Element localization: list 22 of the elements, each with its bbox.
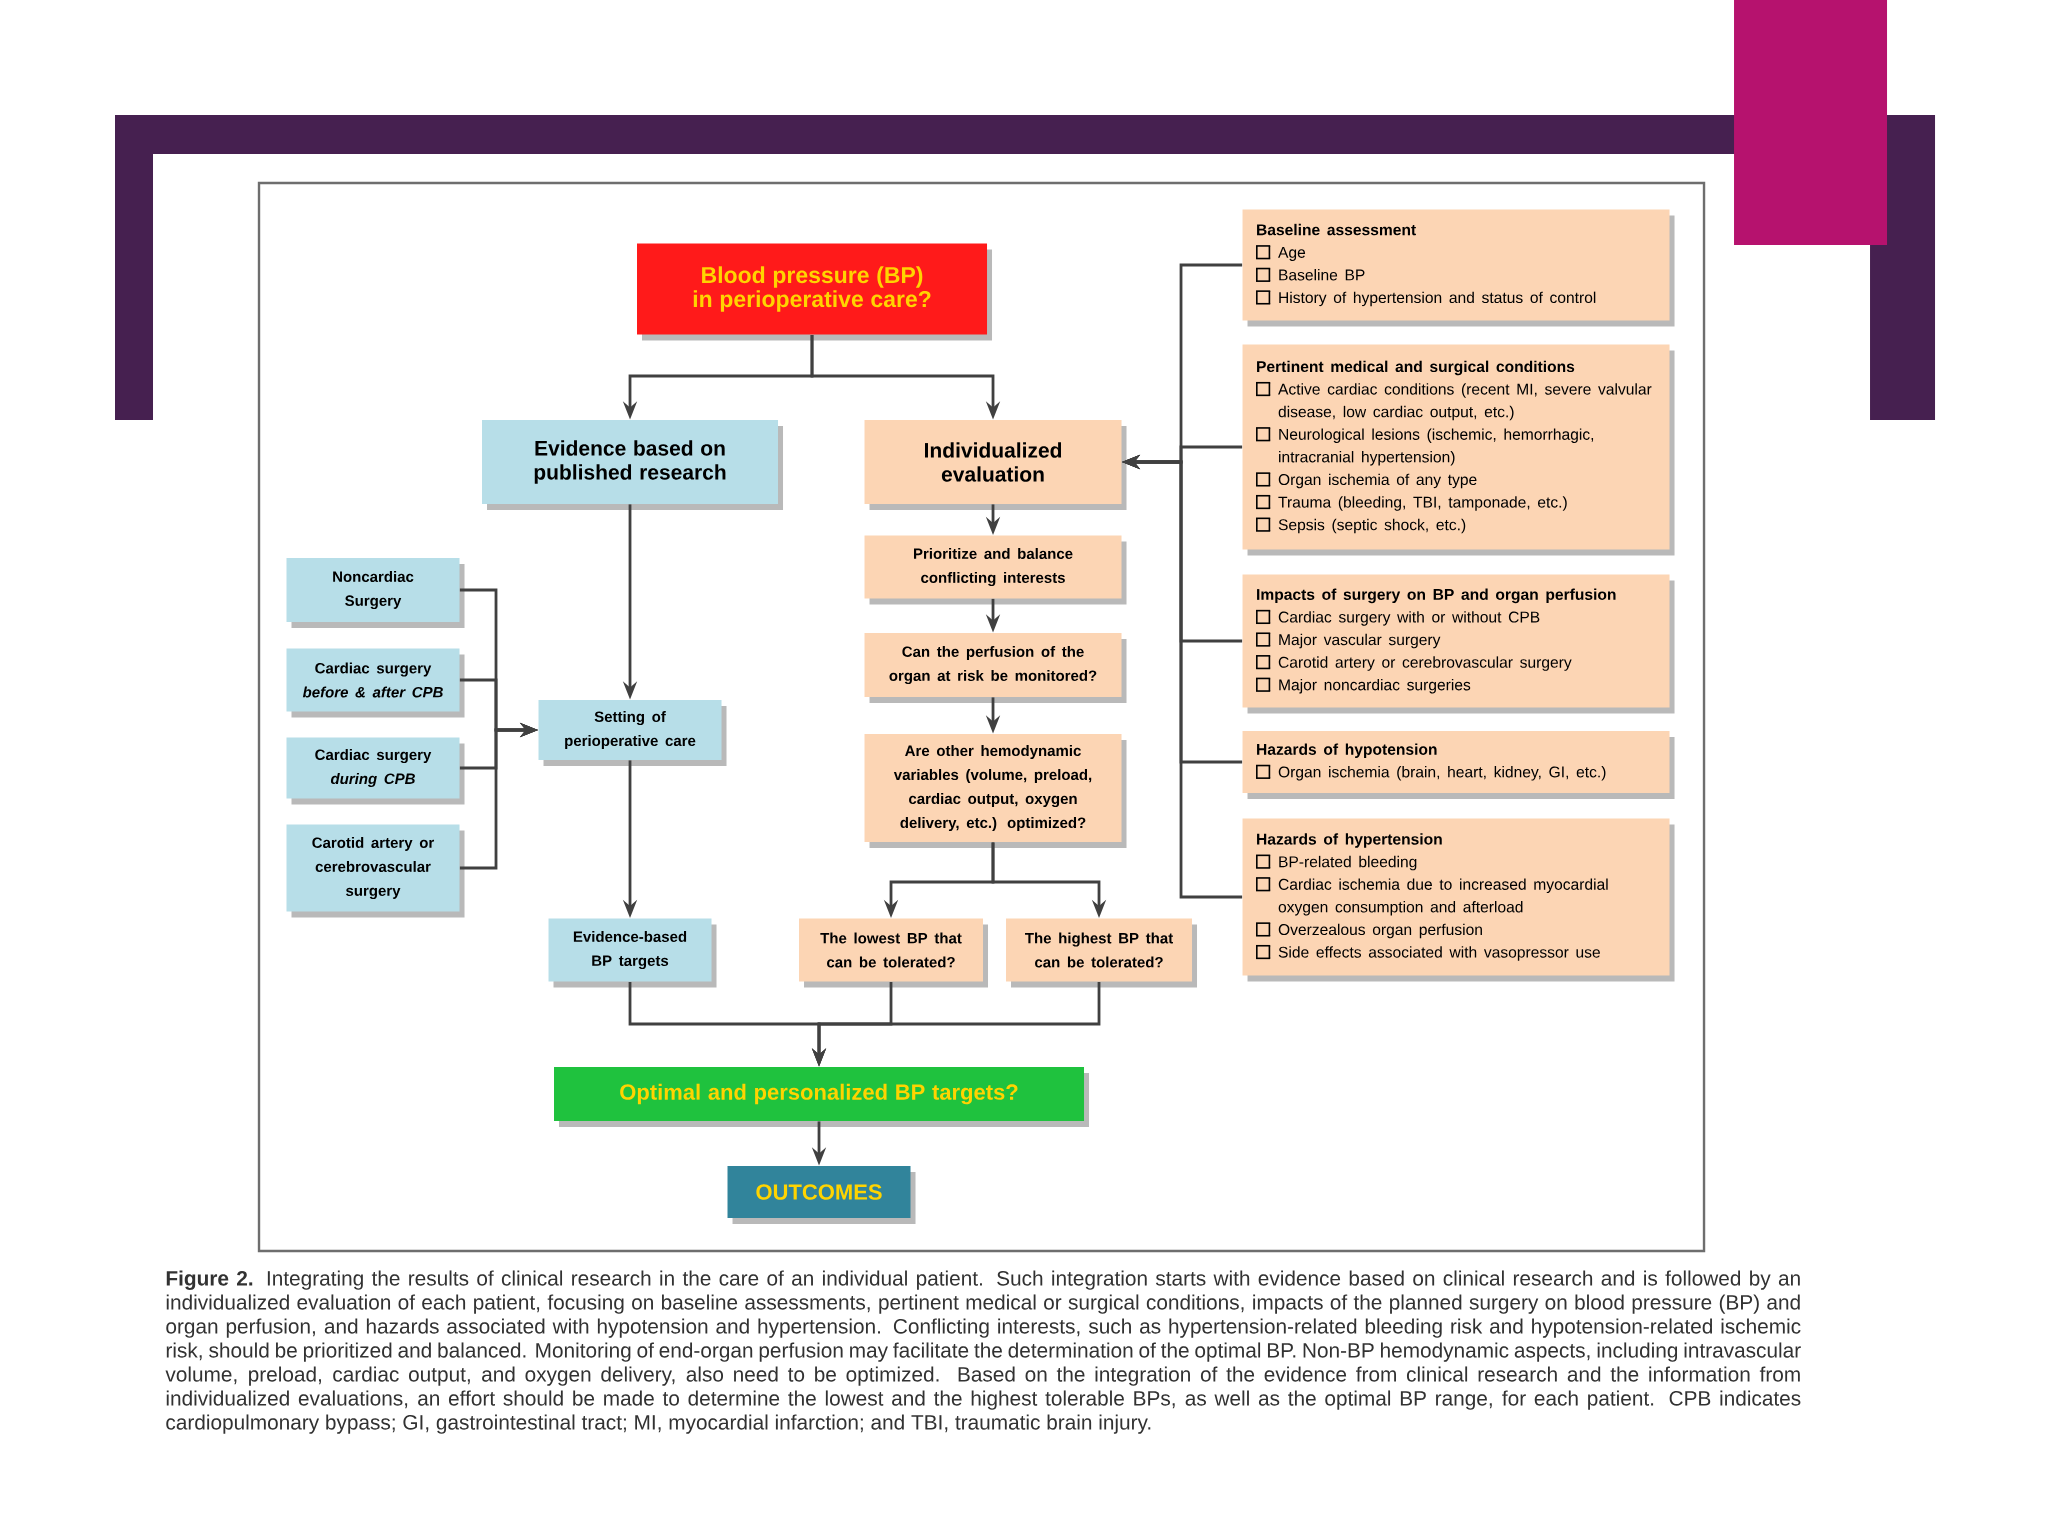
process-box: Evidence based on published research <box>482 420 783 510</box>
process-box: Cardiac surgery during CPB <box>286 737 465 805</box>
process-box: Carotid artery or cerebrovascular surgery <box>286 824 465 918</box>
question-box: Can the perfusion of the organ at risk be monitored? <box>864 633 1127 703</box>
question-box: Blood pressure (BP) in perioperative care? <box>637 243 992 341</box>
question-box: Are other hemodynamic variables (volume, preload, cardiac output, oxygen delivery, etc.) optimized? <box>864 734 1127 848</box>
process-box: Noncardiac Surgery <box>286 558 465 628</box>
checklist-box: Pertinent medical and surgical conditions Active cardiac conditions (recent MI, severe valvular disease, low cardiac output, etc.) Neurological lesions (ischemic, hemorrhagic, intracranial hypertension) Organ ischemia of any type Trauma (bleeding, TBI, tamponade, etc.) Sepsis (septic shock, etc.) <box>1242 344 1675 556</box>
result-box: Optimal and personalized BP targets? <box>554 1067 1089 1127</box>
checklist-box: Baseline assessment Age Baseline BP History of hypertension and status of control <box>1242 209 1675 327</box>
outcome-box: OUTCOMES <box>727 1166 916 1224</box>
process-box: Prioritize and balance conflicting interests <box>864 535 1127 605</box>
checklist-box: Hazards of hypotension Organ ischemia (brain, heart, kidney, GI, etc.) <box>1242 731 1675 799</box>
checklist-box: Impacts of surgery on BP and organ perfusion Cardiac surgery with or without CPB Major vascular surgery Carotid artery or cerebrovascular surgery Major noncardiac surgeries <box>1242 574 1675 714</box>
process-box: Evidence-based BP targets <box>548 918 717 988</box>
checklist-box: Hazards of hypertension BP-related bleeding Cardiac ischemia due to increased myocardial oxygen consumption and afterload Overzealous organ perfusion Side effects associated with vasopressor use <box>1242 818 1675 982</box>
question-box: The highest BP that can be tolerated? <box>1006 918 1197 988</box>
process-box: Cardiac surgery before & after CPB <box>286 648 465 718</box>
question-box: The lowest BP that can be tolerated? <box>799 918 988 988</box>
caption: Figure 2. Integrating the results of clinical research in the care of an individual patient. Such integration starts with evidence based on clinical research and is followed by an individualized evaluation of each patient, focusing on baseline assessments, pertinent medical or surgical conditions, impacts of the planned surgery on blood pressure (BP) and organ perfusion, and hazards associated with hypotension and hypertension. Conflicting interests, such as hypertension-related bleeding risk and hypotension-related ischemic risk, should be prioritized and balanced. Monitoring of end-organ perfusion may facilitate the determination of the optimal BP. Non-BP hemodynamic aspects, including intravascular volume, preload, cardiac output, and oxygen delivery, also need to be optimized. Based on the integration of the evidence from clinical research and the information from individualized evaluations, an effort should be made to determine the lowest and the highest tolerable BPs, as well as the optimal BP range, for each patient. CPB indicates cardiopulmonary bypass; GI, gastrointestinal tract; MI, myocardial infarction; and TBI, traumatic brain injury. <box>165 1270 1801 1434</box>
process-box: Setting of perioperative care <box>538 700 727 766</box>
process-box: Individualized evaluation <box>864 420 1127 510</box>
